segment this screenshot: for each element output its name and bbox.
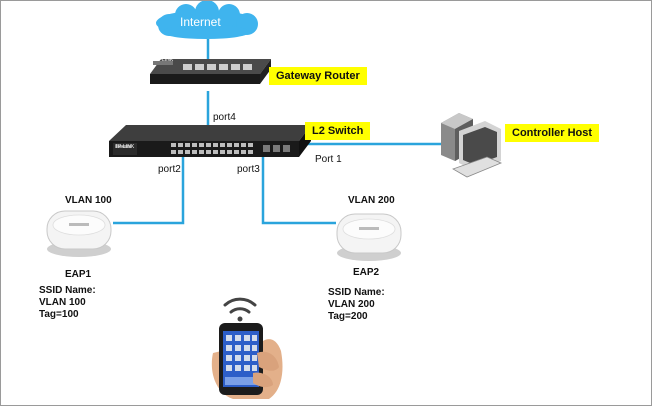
eap2-name-label: EAP2 <box>353 267 380 278</box>
switch-brand-label: TP-LINK <box>115 144 135 150</box>
eap1-name-label: EAP1 <box>65 269 92 280</box>
phone-icon <box>211 323 283 399</box>
internet-label: Internet <box>180 15 221 29</box>
eap1-tag: Tag=100 <box>39 309 79 320</box>
eap2-ssid-vlan: VLAN 200 <box>328 299 375 310</box>
port3-label: port3 <box>237 164 260 175</box>
eap2-ssid-info: SSID Name: VLAN 200 Tag=200 <box>328 287 385 323</box>
cloud-icon <box>156 1 258 39</box>
l2-switch-label: L2 Switch <box>305 122 371 140</box>
access-point-icon <box>336 213 402 261</box>
gateway-router-label: Gateway Router <box>269 67 367 85</box>
eap2-tag: Tag=200 <box>328 311 368 322</box>
eap1-ssid-vlan: VLAN 100 <box>39 297 86 308</box>
port2-label: port2 <box>158 164 181 175</box>
router-brand-label: TP-LINK <box>154 57 174 63</box>
eap2-vlan-label: VLAN 200 <box>348 195 395 206</box>
link-switch-eap2-port3 <box>261 157 336 225</box>
eap2-ssid-title: SSID Name: <box>328 287 385 298</box>
link-switch-eap1-port2 <box>113 157 185 225</box>
wifi-icon <box>223 297 257 322</box>
port4-label: port4 <box>213 112 236 123</box>
network-links <box>113 39 441 225</box>
computer-icon <box>441 113 503 178</box>
router-icon <box>150 59 271 84</box>
controller-host-label: Controller Host <box>505 124 600 142</box>
eap1-ssid-title: SSID Name: <box>39 285 96 296</box>
port1-label: Port 1 <box>315 154 342 165</box>
switch-icon <box>109 125 311 157</box>
access-point-icon <box>46 210 112 257</box>
eap1-vlan-label: VLAN 100 <box>65 195 112 206</box>
eap1-ssid-info: SSID Name: VLAN 100 Tag=100 <box>39 285 96 321</box>
